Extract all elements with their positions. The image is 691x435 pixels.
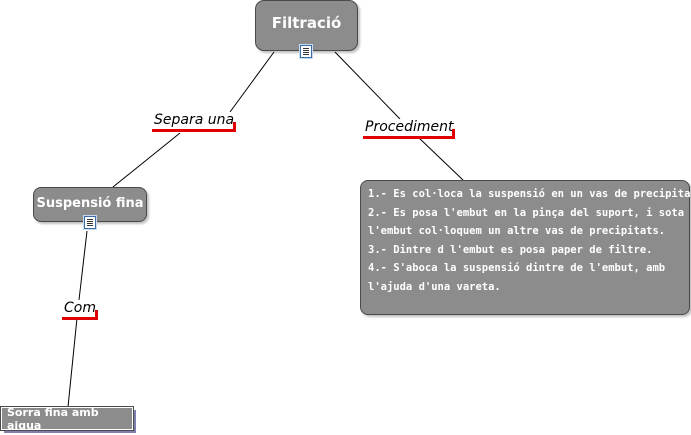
procediment-line: 1.- Es col·loca la suspensió en un vas d…	[368, 188, 691, 200]
link-label-procediment[interactable]: Procediment	[362, 119, 456, 139]
concept-label-suspensio: Suspensió fina	[36, 195, 144, 211]
procediment-line: l'embut col·loquem un altre vas de preci…	[368, 225, 666, 237]
concept-node-sorra-fina[interactable]: Sorra fina amb aigua	[0, 405, 134, 432]
concept-label-filtracio: Filtració	[271, 13, 342, 32]
connector-separa-suspensio	[112, 132, 181, 188]
connector-root-procediment	[334, 51, 401, 120]
procediment-line: 2.- Es posa l'embut en la pinça del supo…	[368, 206, 685, 219]
link-label-separa-una[interactable]: Separa una	[151, 112, 237, 132]
connector-suspensio-com	[78, 230, 88, 301]
connector-com-sorra	[67, 317, 78, 408]
procediment-line: l'ajuda d'una vareta.	[368, 280, 501, 293]
link-label-com[interactable]: Com	[62, 300, 98, 320]
concept-label-sorra: Sorra fina amb aigua	[7, 405, 99, 432]
procediment-line: 3.- Dintre d l'embut es posa paper de fi…	[368, 243, 653, 256]
concept-node-filtracio[interactable]: Filtració	[255, 0, 358, 51]
document-icon[interactable]	[300, 45, 312, 58]
concept-node-procediment-steps[interactable]: 1.- Es col·loca la suspensió en un vas d…	[360, 180, 691, 315]
document-icon[interactable]	[84, 216, 96, 229]
connector-procediment-box	[417, 136, 464, 181]
connector-root-separa	[229, 51, 275, 113]
procediment-line: 4.- S'aboca la suspensió dintre de l'emb…	[368, 262, 666, 274]
